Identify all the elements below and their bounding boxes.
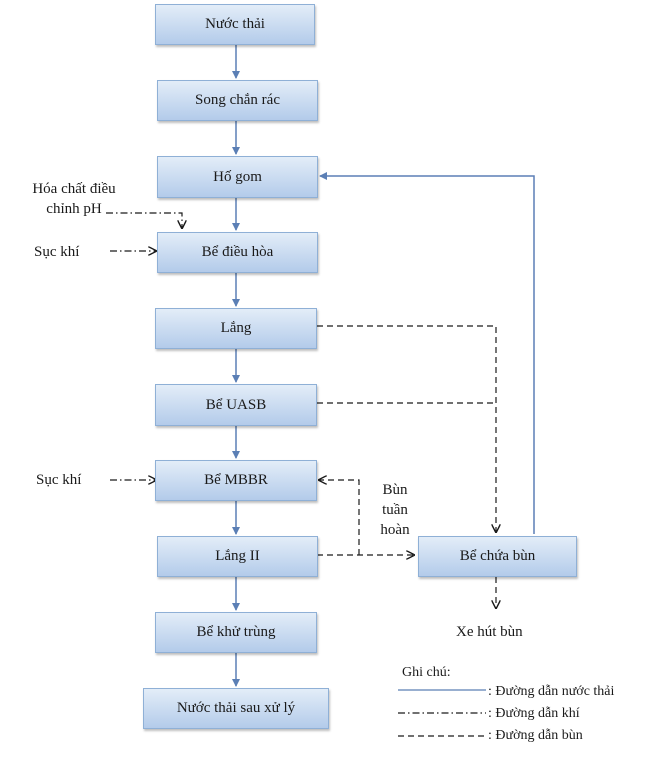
air-label-dieu-hoa: Sục khí [34,244,80,260]
node-label: Song chắn rác [195,92,280,108]
sludge-truck-label: Xe hút bùn [456,624,523,640]
node-lang: Lắng [155,308,317,349]
node-be-mbbr: Bể MBBR [155,460,317,501]
chemical-label: Hóa chất điều chỉnh pH [18,179,130,219]
sludge-recirculation-label: Bùn tuần hoàn [370,480,420,540]
return-line-bechuabun-to-hogom [319,172,535,534]
air-lines [106,212,182,480]
legend-label-water: : Đường dẫn nước thải [488,684,615,699]
legend-lines [398,689,486,737]
node-label: Hố gom [213,168,262,185]
node-lang-ii: Lắng II [157,536,318,577]
node-label: Nước thải [205,16,265,32]
node-nuoc-thai-sau-xu-ly: Nước thải sau xử lý [143,688,329,729]
node-be-dieu-hoa: Bể điều hòa [157,232,318,273]
sludge-recirculation-line [319,480,360,555]
chemical-label-line2: chỉnh pH [46,201,102,217]
node-label: Bể điều hòa [201,244,274,260]
node-nuoc-thai: Nước thải [155,4,315,45]
recirculation-label-line3: hoàn [380,522,410,538]
node-label: Bể chứa bùn [459,548,536,564]
node-be-khu-trung: Bể khử trùng [155,612,317,653]
chemical-line-to-bedieuhoa [106,212,182,228]
recirculation-label-line2: tuần [382,502,408,518]
node-label: Bể MBBR [204,472,268,488]
recirculation-label-line1: Bùn [382,482,408,498]
legend-title: Ghi chú: [402,665,451,680]
node-label: Bể UASB [205,396,267,413]
node-label: Lắng II [215,548,260,564]
sludge-lines [317,325,496,608]
node-be-chua-bun: Bể chứa bùn [418,536,577,577]
node-be-uasb: Bể UASB [155,384,317,426]
node-label: Nước thải sau xử lý [176,700,296,716]
node-label: Bể khử trùng [196,624,276,640]
water-flow-lines [232,45,535,687]
chemical-label-line1: Hóa chất điều [32,181,116,197]
node-song-chan-rac: Song chắn rác [157,80,318,121]
legend-label-air: : Đường dẫn khí [488,706,580,721]
node-label: Lắng [220,320,252,336]
legend-label-sludge: : Đường dẫn bùn [488,728,583,743]
air-label-mbbr: Sục khí [36,472,82,488]
node-ho-gom: Hố gom [157,156,318,198]
